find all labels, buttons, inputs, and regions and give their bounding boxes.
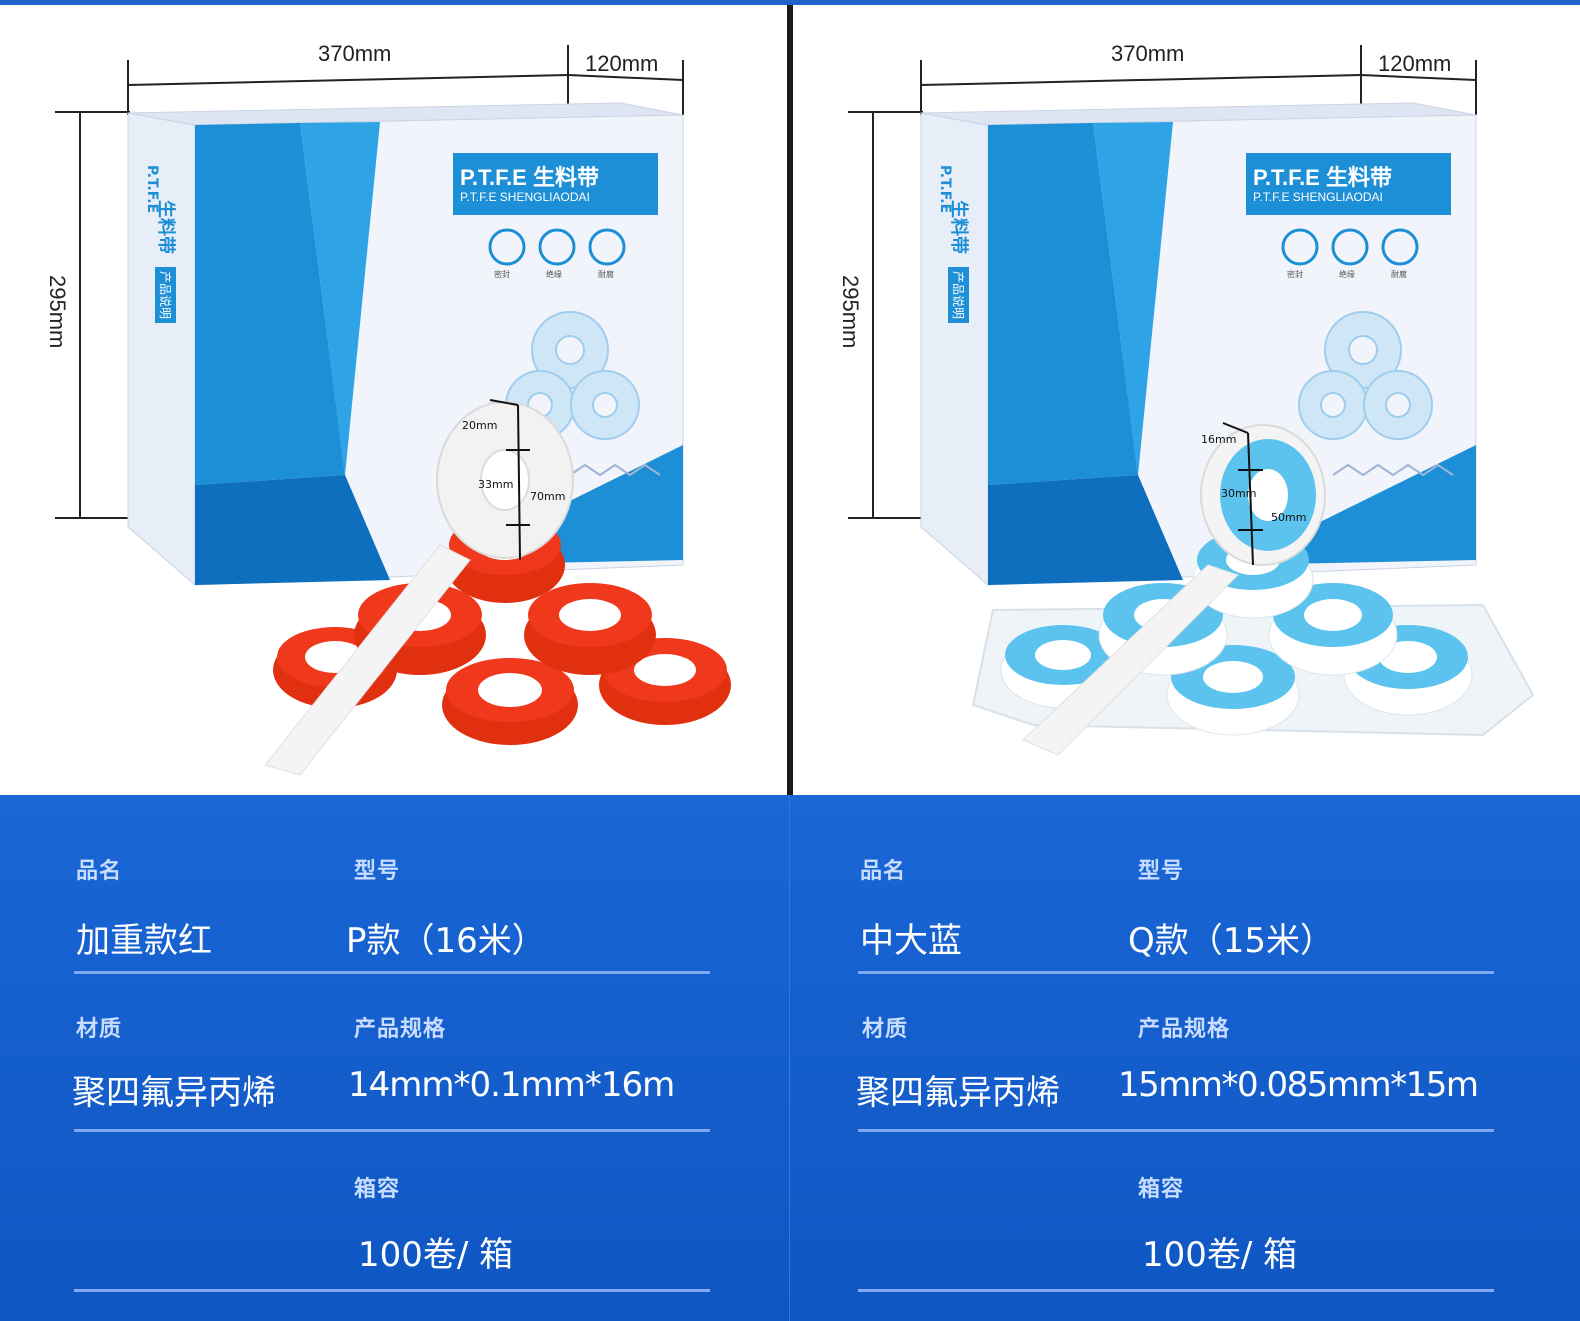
insulate-icon <box>1331 228 1369 266</box>
spec-label: 产品规格 <box>1138 1017 1231 1042</box>
spec-card: 品名 型号 加重款红 P款（16米） 材质 产品规格 聚四氟异丙烯 14mm*0… <box>0 795 790 1321</box>
roll-measure-lines <box>489 399 530 561</box>
material-value: 聚四氟异丙烯 <box>856 1073 1060 1113</box>
box-side-tag: 产品说明 <box>155 267 176 324</box>
box-depth-label: 120mm <box>585 51 659 76</box>
tape-roll-upright <box>436 401 574 559</box>
box-width-label: 370mm <box>318 41 392 66</box>
name-label: 品名 <box>76 859 123 884</box>
model-label: 型号 <box>1138 859 1185 884</box>
box-blue-facet-2 <box>195 475 390 585</box>
box-capacity-value: 100卷/ 箱 <box>1142 1235 1298 1275</box>
box-capacity-value: 100卷/ 箱 <box>358 1235 514 1275</box>
product-illustration <box>55 45 731 776</box>
product-panel-red: 370mm 120mm 295mm P.T.F.E 生料带 P.T.F.E SH… <box>0 5 790 1321</box>
spec-value: 14mm*0.1mm*16m <box>348 1065 675 1105</box>
feature-insulate-label: 绝缘 <box>546 270 562 279</box>
spec-card: 品名 型号 中大蓝 Q款（15米） 材质 产品规格 聚四氟异丙烯 15mm*0.… <box>790 795 1580 1321</box>
feature-icons <box>488 228 626 266</box>
zigzag-decor <box>1332 463 1454 477</box>
material-label: 材质 <box>862 1017 909 1042</box>
roll-outer-label: 70mm <box>530 490 566 503</box>
box-ring-graphic <box>1298 311 1433 440</box>
box-capacity-label: 箱容 <box>354 1177 401 1202</box>
divider <box>858 1289 1494 1292</box>
product-photo: 370mm 120mm 295mm P.T.F.E 生料带 P.T.F.E SH… <box>0 5 790 795</box>
top-stripe <box>0 0 1580 5</box>
tape-rolls <box>1000 424 1473 756</box>
anticorrode-icon <box>588 228 626 266</box>
divider <box>858 971 1494 974</box>
name-value: 加重款红 <box>76 921 212 961</box>
box-side <box>127 112 196 587</box>
box-depth-label: 120mm <box>1378 51 1452 76</box>
brand-plate <box>1246 153 1451 215</box>
divider <box>74 1289 710 1292</box>
product-illustration <box>848 45 1535 756</box>
feature-anticorrode-label: 耐腐 <box>1391 270 1407 279</box>
box-ring-graphic <box>505 311 640 440</box>
box-side <box>920 112 989 587</box>
roll-thickness-label: 16mm <box>1201 433 1237 446</box>
box-blue-facet-2 <box>988 475 1183 585</box>
divider <box>858 1129 1494 1132</box>
box-capacity-label: 箱容 <box>1138 1177 1185 1202</box>
brand-plate <box>453 153 658 215</box>
tape-roll <box>524 583 656 675</box>
dimension-lines <box>55 45 684 519</box>
model-label: 型号 <box>354 859 401 884</box>
tape-roll <box>1000 625 1126 709</box>
tape-roll <box>442 658 578 745</box>
feature-icons <box>1281 228 1419 266</box>
seal-icon <box>488 228 526 266</box>
dimension-lines <box>848 45 1477 519</box>
product-panel-blue: 370mm 120mm 295mm P.T.F.E 生料带 P.T.F.E SH… <box>790 5 1580 1321</box>
box-brand: P.T.F.E 生料带 <box>460 165 599 190</box>
model-value: Q款（15米） <box>1128 921 1335 961</box>
feature-seal-label: 密封 <box>494 270 510 279</box>
roll-outer-label: 50mm <box>1271 511 1307 524</box>
tape-strip <box>264 544 471 776</box>
roll-inner-label: 30mm <box>1221 487 1257 500</box>
insulate-icon <box>538 228 576 266</box>
box-height-label: 295mm <box>838 275 863 349</box>
feature-anticorrode-label: 耐腐 <box>598 270 614 279</box>
box-width-label: 370mm <box>1111 41 1185 66</box>
box-blue-facet <box>988 123 1138 485</box>
box-side-title: 生料带 <box>155 200 176 254</box>
tape-strip <box>1022 564 1239 756</box>
box-brand-sub: P.T.F.E SHENGLIAODAI <box>1253 190 1383 204</box>
tape-roll-upright <box>1200 424 1326 566</box>
anticorrode-icon <box>1381 228 1419 266</box>
material-label: 材质 <box>76 1017 123 1042</box>
model-value: P款（16米） <box>346 921 546 961</box>
roll-measure-lines <box>1222 422 1263 566</box>
divider <box>74 971 710 974</box>
spec-value: 15mm*0.085mm*15m <box>1118 1065 1479 1105</box>
box-blue-facet-3 <box>1093 122 1173 475</box>
material-value: 聚四氟异丙烯 <box>72 1073 276 1113</box>
product-photo: 370mm 120mm 295mm P.T.F.E 生料带 P.T.F.E SH… <box>790 5 1580 795</box>
box-side-tag: 产品说明 <box>948 267 969 324</box>
box-height-label: 295mm <box>45 275 70 349</box>
box-side-title: 生料带 <box>948 200 969 254</box>
box-brand: P.T.F.E 生料带 <box>1253 165 1392 190</box>
feature-seal-label: 密封 <box>1287 270 1303 279</box>
name-label: 品名 <box>860 859 907 884</box>
seal-icon <box>1281 228 1319 266</box>
box-blue-facet-3 <box>300 122 380 475</box>
roll-thickness-label: 20mm <box>462 419 498 432</box>
feature-insulate-label: 绝缘 <box>1339 270 1355 279</box>
box-blue-facet <box>195 123 345 485</box>
name-value: 中大蓝 <box>860 921 962 961</box>
box-brand-sub: P.T.F.E SHENGLIAODAI <box>460 190 590 204</box>
spec-label: 产品规格 <box>354 1017 447 1042</box>
divider <box>74 1129 710 1132</box>
roll-inner-label: 33mm <box>478 478 514 491</box>
